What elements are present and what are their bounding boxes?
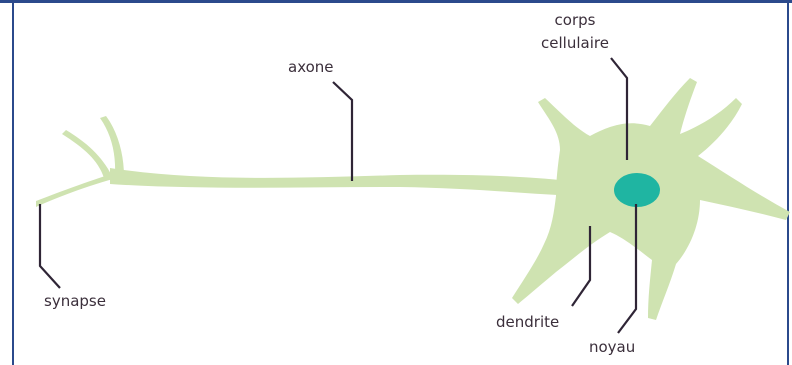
label-noyau: noyau [589,338,635,356]
label-corps: corps [520,11,630,29]
synapse-branch-upper [62,130,112,178]
leader-line-axone [333,82,352,181]
label-axone: axone [288,58,334,76]
label-synapse: synapse [44,292,106,310]
leader-line-synapse [40,204,60,288]
label-cellulaire: cellulaire [510,34,640,52]
axon [110,168,578,196]
nucleus-shape [614,173,660,207]
label-dendrite: dendrite [496,313,559,331]
neuron-shape [36,78,790,320]
